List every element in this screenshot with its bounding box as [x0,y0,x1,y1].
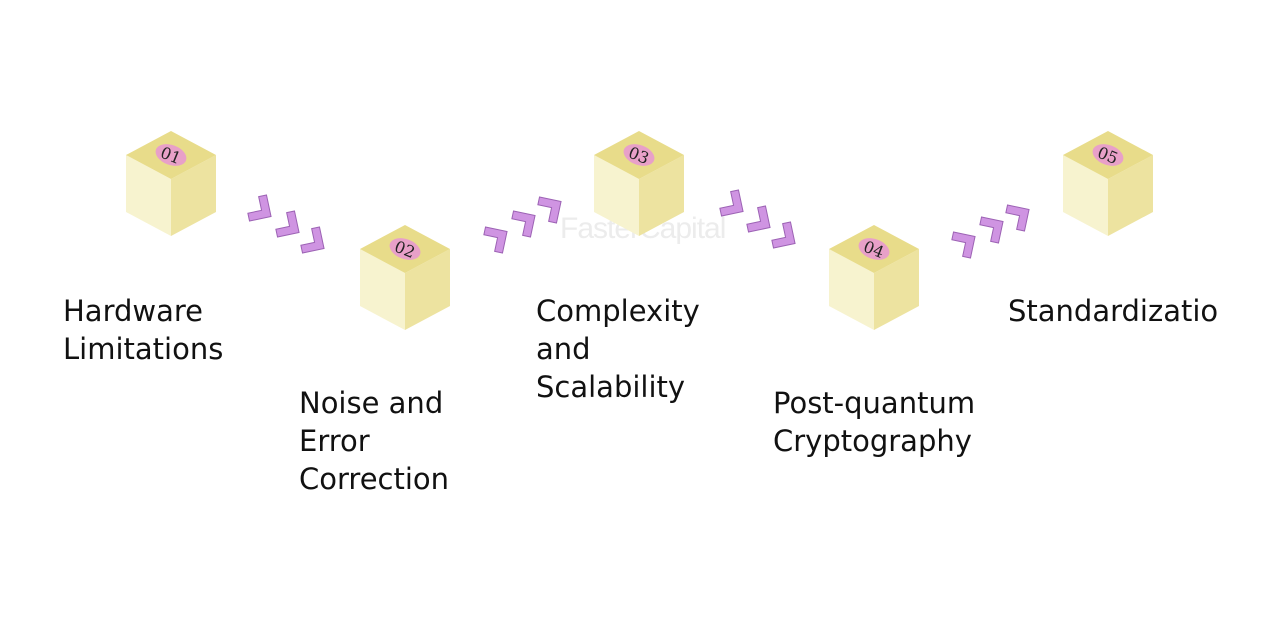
chevron-arrow-icon [511,210,536,238]
chevron-arrow-icon [1005,204,1030,232]
cube-right-face [405,249,450,330]
chevron-arrow-icon [746,205,771,233]
cube-step-1: 01 [126,131,216,236]
chevron-group-1 [247,194,325,254]
number-badge [858,238,890,260]
cube-left-face [126,155,171,236]
chevron-arrow-icon [300,226,325,254]
cube-left-face [360,249,405,330]
step-label-2: Noise and Error Correction [299,384,449,498]
label-line: Hardware [63,294,204,328]
label-line: Error [299,424,370,458]
label-line: Standardization [1008,294,1218,328]
chevron-group-2 [483,196,562,254]
label-line: Complexity [536,294,700,328]
label-line: Scalability [536,370,686,404]
chevron-arrow-icon [951,231,976,259]
chevron-arrow-icon [719,189,744,217]
chevron-group-3 [719,189,796,249]
cube-left-face [829,249,874,330]
label-line: Post-quantum [773,386,976,420]
label-line: Noise and [299,386,444,420]
chevron-arrow-icon [979,216,1004,244]
cube-step-5: 05 [1063,131,1153,236]
cube-left-face [1063,155,1108,236]
label-line: and [536,332,591,366]
cube-right-face [1108,155,1153,236]
step-label-4: Post-quantum Cryptography [773,384,975,460]
chevron-group-4 [951,204,1030,259]
step-label-1: Hardware Limitations [63,292,223,368]
label-line: Correction [299,462,450,496]
number-badge [389,238,421,260]
chevron-arrow-icon [537,196,562,224]
number-badge [1092,144,1124,166]
cube-right-face [639,155,684,236]
cube-step-4: 04 [829,225,919,330]
chevron-arrow-icon [247,194,272,222]
number-badge [155,144,187,166]
cube-right-face [874,249,919,330]
cube-step-3: 03 [594,131,684,236]
cube-step-2: 02 [360,225,450,330]
chevron-arrow-icon [483,226,508,254]
chevron-arrow-icon [771,221,796,249]
step-label-5: Standardization [1008,292,1218,330]
step-label-3: Complexity and Scalability [536,292,700,406]
cube-right-face [171,155,216,236]
number-badge [623,144,655,166]
chevron-arrow-icon [275,210,300,238]
label-line: Cryptography [773,424,972,458]
cube-left-face [594,155,639,236]
label-line: Limitations [63,332,224,366]
